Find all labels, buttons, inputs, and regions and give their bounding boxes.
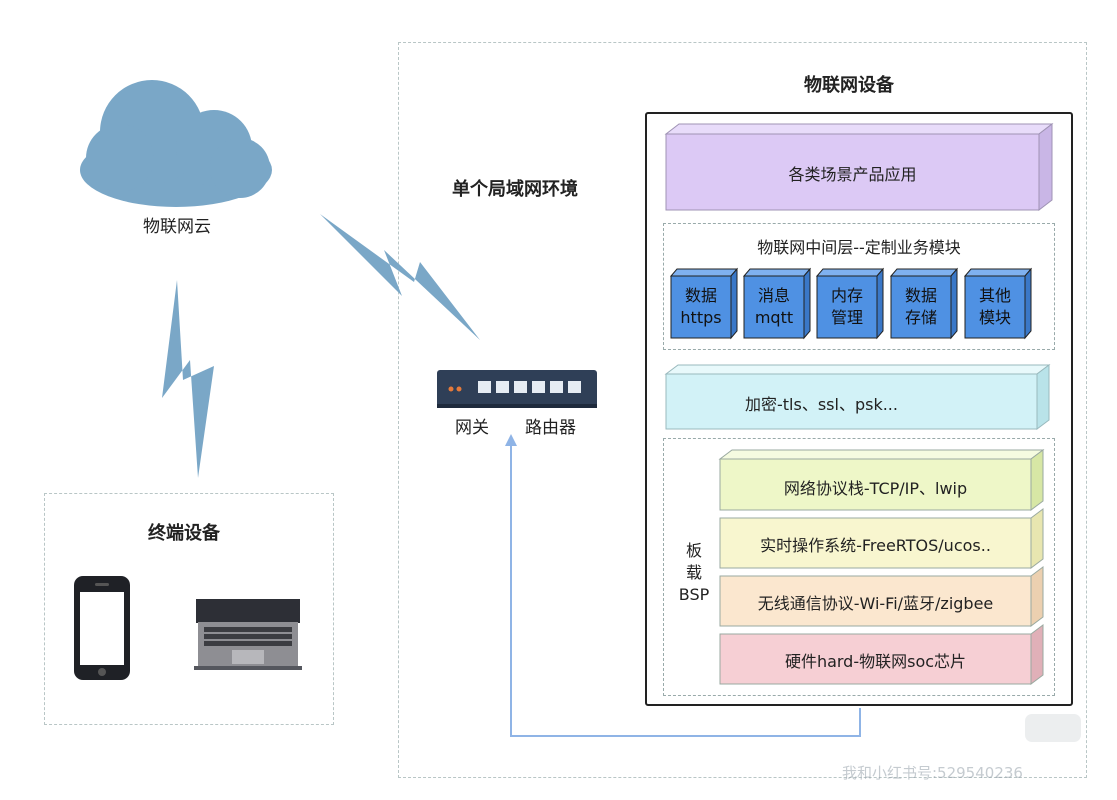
module-label-4b: 存储 [904, 308, 937, 327]
module-label-1b: https [680, 308, 722, 327]
router-label: 路由器 [525, 418, 576, 438]
module-label-4a: 数据 [904, 286, 937, 305]
lan-environment-box [398, 42, 1087, 778]
bsp-layer-wireless: 无线通信协议-Wi-Fi/蓝牙/zigbee [757, 594, 994, 613]
watermark-logo [1025, 714, 1081, 742]
lan-title: 单个局域网环境 [452, 179, 578, 200]
middleware-box [663, 223, 1055, 350]
module-label-1a: 数据 [684, 286, 717, 305]
iot-device-title: 物联网设备 [804, 75, 894, 96]
app-layer-label: 各类场景产品应用 [788, 165, 917, 184]
module-data-https: 数据 https [670, 285, 732, 329]
module-memory-management: 内存 管理 [816, 285, 878, 329]
module-label-3a: 内存 [830, 286, 863, 305]
bsp-layer-network-stack: 网络协议栈-TCP/IP、lwip [783, 479, 968, 498]
watermark-text: 我和小红书号:529540236 [842, 764, 1023, 782]
bsp-layer-hardware: 硬件hard-物联网soc芯片 [784, 652, 967, 671]
bsp-label-line3: BSP [678, 585, 710, 604]
iot-device-box [645, 112, 1073, 706]
crypto-layer-label: 加密-tls、ssl、psk... [745, 395, 898, 414]
module-label-5a: 其他 [978, 286, 1011, 305]
module-label-2b: mqtt [754, 308, 794, 327]
middleware-title: 物联网中间层--定制业务模块 [757, 238, 961, 257]
bsp-layer-rtos: 实时操作系统-FreeRTOS/ucos.. [760, 536, 991, 555]
module-label-2a: 消息 [757, 286, 790, 305]
terminal-title: 终端设备 [148, 523, 220, 544]
cloud-label: 物联网云 [143, 217, 211, 237]
module-other: 其他 模块 [964, 285, 1026, 329]
bsp-box [663, 438, 1055, 696]
module-label-5b: 模块 [978, 308, 1011, 327]
bsp-label: 板 载 BSP [676, 540, 712, 606]
module-label-3b: 管理 [830, 308, 863, 327]
module-data-storage: 数据 存储 [890, 285, 952, 329]
module-message-mqtt: 消息 mqtt [743, 285, 805, 329]
terminal-devices-box [44, 493, 334, 725]
bsp-label-line2: 载 [685, 563, 702, 582]
gateway-label: 网关 [455, 418, 489, 438]
bsp-label-line1: 板 [685, 541, 702, 560]
